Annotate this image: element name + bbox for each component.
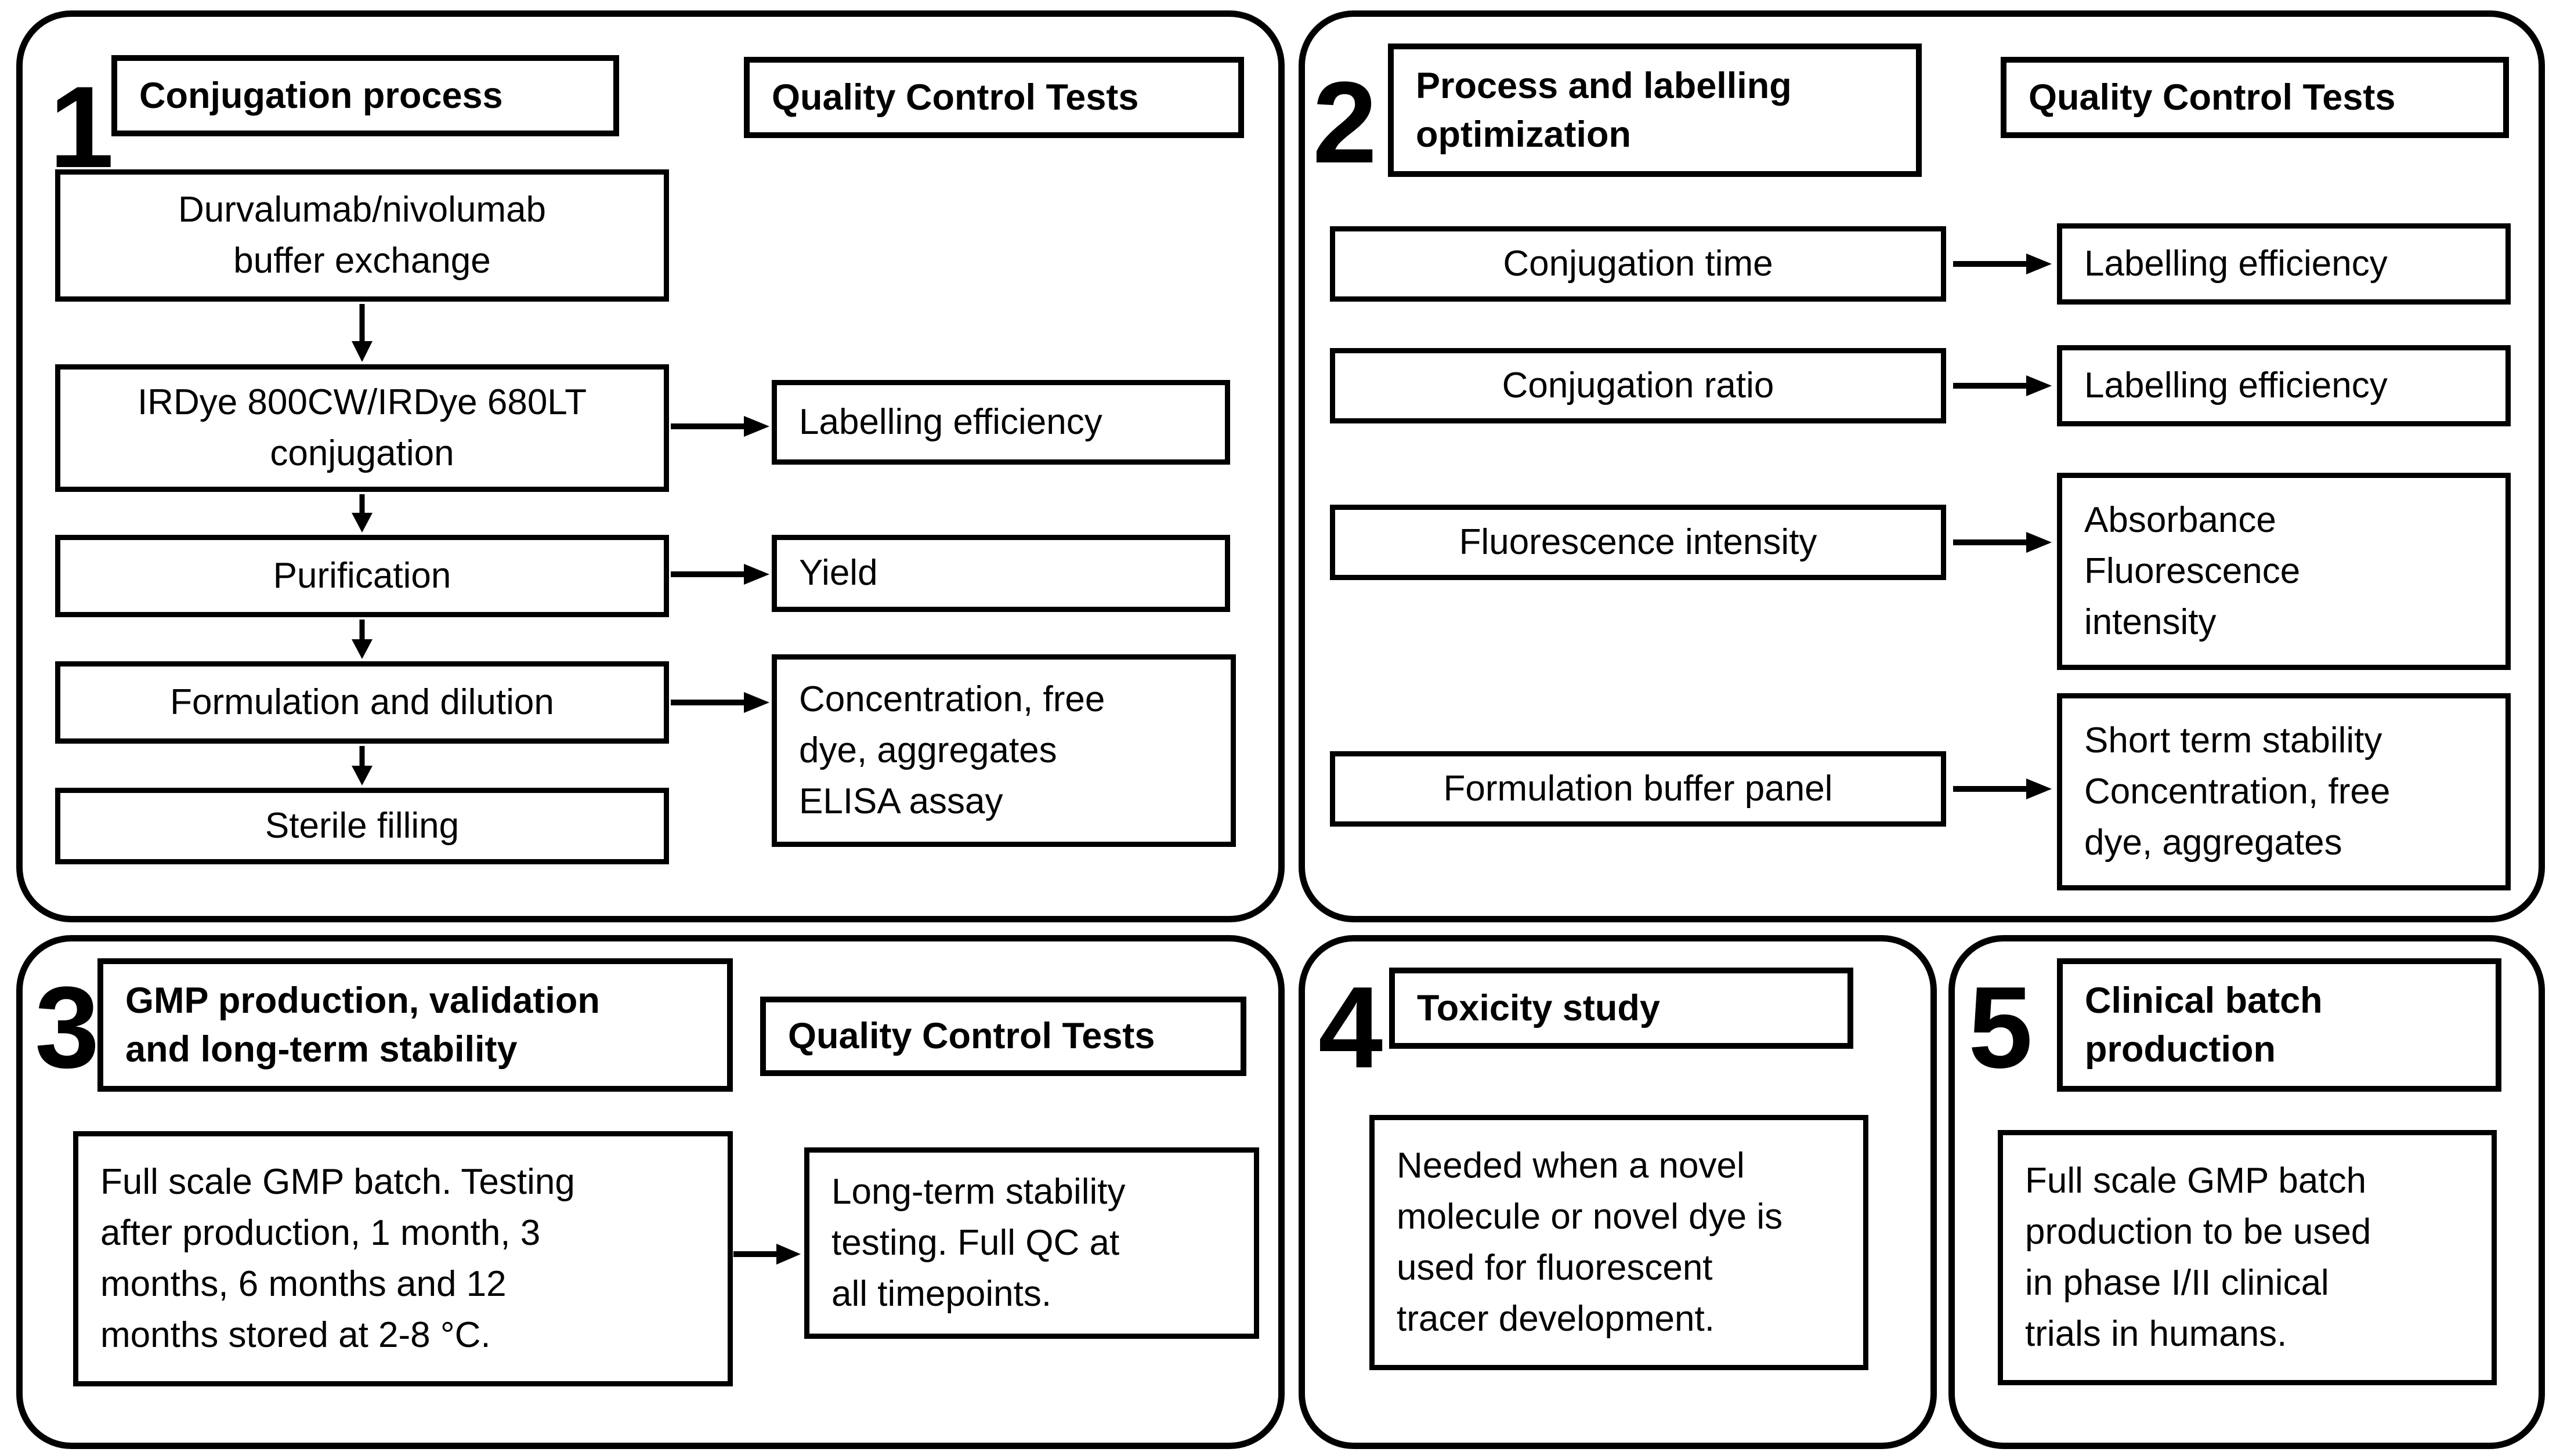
arrow-down-icon: [349, 304, 375, 362]
param-formulation-buffer-panel: Formulation buffer panel: [1330, 751, 1946, 827]
param-conjugation-time: Conjugation time: [1330, 226, 1946, 302]
arrow-down-icon: [349, 620, 375, 659]
qc-labelling-efficiency: Labelling efficiency: [772, 380, 1230, 465]
panel-4-number: 4: [1318, 963, 1383, 1092]
panel-4-title: Toxicity study: [1389, 968, 1853, 1049]
panel-5-title: Clinical batch production: [2057, 958, 2501, 1092]
panel-1-number: 1: [49, 63, 114, 192]
clinical-batch-note-box: Full scale GMP batch production to be us…: [1998, 1130, 2497, 1385]
panel-2-qc-tests-header: Quality Control Tests: [2001, 57, 2509, 138]
param-fluorescence-intensity: Fluorescence intensity: [1330, 505, 1946, 580]
panel-3-title: GMP production, validation and long-term…: [97, 958, 733, 1092]
qc-concentration-elisa: Concentration, free dye, aggregates ELIS…: [772, 654, 1236, 847]
step-sterile-filling: Sterile filling: [55, 788, 669, 864]
step-buffer-exchange: Durvalumab/nivolumab buffer exchange: [55, 169, 669, 302]
arrow-down-icon: [349, 494, 375, 533]
step-irdye-conjugation: IRDye 800CW/IRDye 680LT conjugation: [55, 364, 669, 492]
arrow-right-icon: [671, 414, 771, 439]
arrow-right-icon: [1953, 373, 2053, 399]
arrow-right-icon: [1953, 776, 2053, 802]
arrow-right-icon: [1953, 251, 2053, 277]
qc-short-term-stability: Short term stability Concentration, free…: [2057, 693, 2511, 890]
panel-5-number: 5: [1968, 963, 2033, 1092]
arrow-right-icon: [671, 690, 771, 715]
qc-absorbance-fluorescence: Absorbance Fluorescence intensity: [2057, 473, 2511, 670]
step-formulation-dilution: Formulation and dilution: [55, 661, 669, 744]
param-conjugation-ratio: Conjugation ratio: [1330, 348, 1946, 423]
arrow-right-icon: [1953, 530, 2053, 555]
panel-2-title: Process and labelling optimization: [1388, 44, 1922, 177]
qc-labelling-efficiency-1: Labelling efficiency: [2057, 223, 2511, 305]
qc-labelling-efficiency-2: Labelling efficiency: [2057, 345, 2511, 426]
qc-long-term-stability: Long-term stability testing. Full QC at …: [804, 1147, 1259, 1339]
panel-2-number: 2: [1313, 58, 1377, 187]
gmp-batch-testing-box: Full scale GMP batch. Testing after prod…: [73, 1131, 733, 1386]
panel-1-qc-tests-header: Quality Control Tests: [744, 57, 1244, 138]
qc-yield: Yield: [772, 535, 1230, 612]
arrow-right-icon: [671, 562, 771, 587]
step-purification: Purification: [55, 535, 669, 617]
panel-3-number: 3: [35, 963, 100, 1092]
arrow-right-icon: [733, 1241, 802, 1267]
panel-1-title: Conjugation process: [111, 55, 619, 136]
arrow-down-icon: [349, 746, 375, 785]
panel-3-qc-tests-header: Quality Control Tests: [760, 997, 1246, 1076]
toxicity-study-note-box: Needed when a novel molecule or novel dy…: [1369, 1115, 1868, 1370]
